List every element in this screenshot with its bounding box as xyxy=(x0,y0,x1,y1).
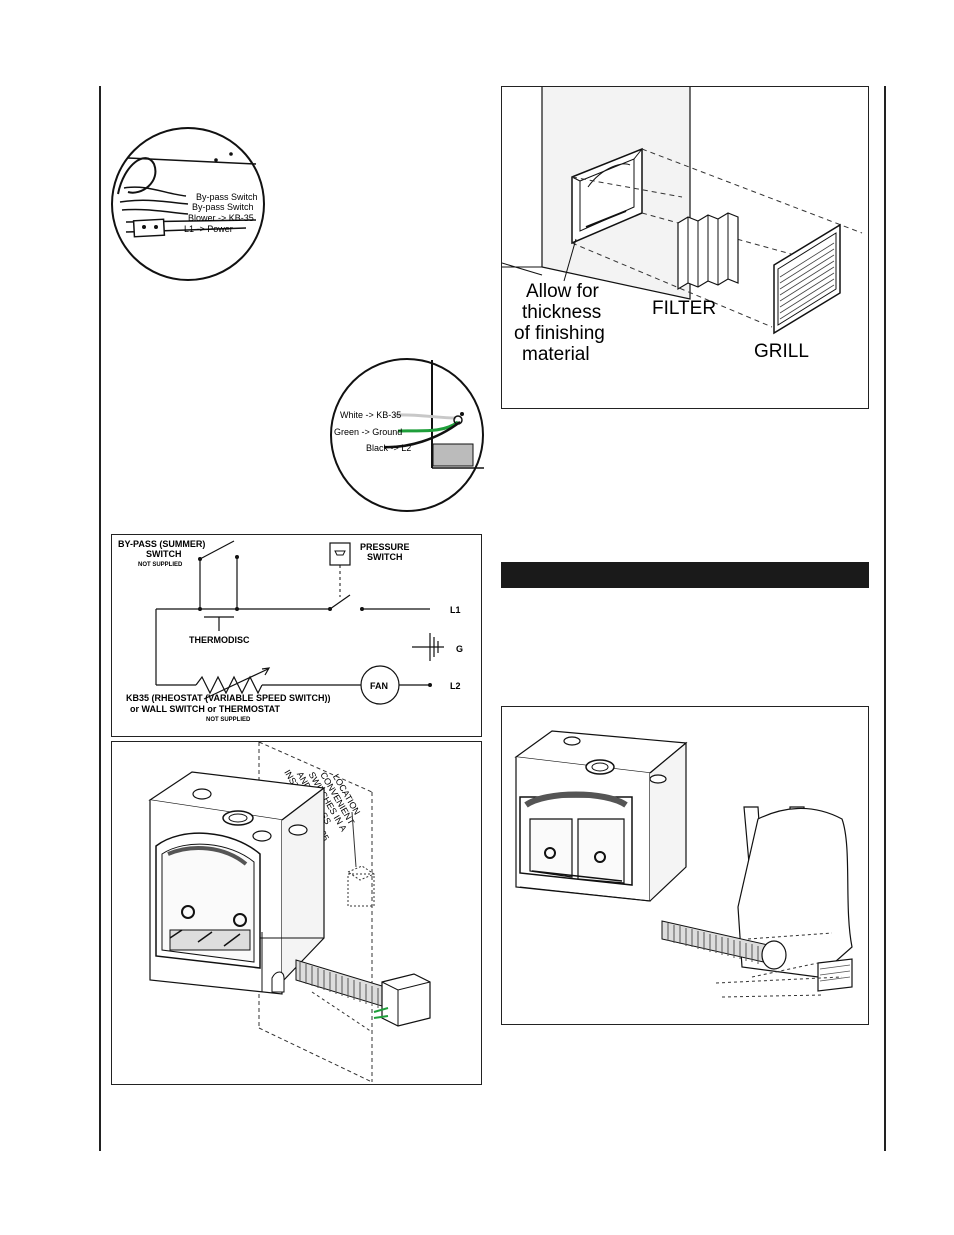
bypass-switch-title: BY-PASS (SUMMER) xyxy=(118,539,205,549)
kb35-label-line2: or WALL SWITCH or THERMOSTAT xyxy=(130,704,280,714)
l2-terminal: L2 xyxy=(450,681,461,691)
grill-filter-frame: Allow for thickness of finishing materia… xyxy=(501,86,869,409)
allow-line3: of finishing xyxy=(514,323,605,344)
fireplace-install-figure: INSTALL THE KB35 AND BY-PASS SWITCHES IN… xyxy=(148,742,431,1083)
grill-filter-figure: Allow for thickness of finishing materia… xyxy=(502,87,863,365)
black-wire-label: Black -> L2 xyxy=(366,443,411,453)
bypass-switch-label-1: By-pass Switch xyxy=(196,192,258,202)
allow-line2: thickness xyxy=(522,302,601,323)
left-margin-rule xyxy=(99,86,101,1151)
l1-power-label: L1 -> Power xyxy=(184,224,233,234)
wiring-schematic: BY-PASS (SUMMER) SWITCH NOT SUPPLIED PRE… xyxy=(118,539,463,723)
allow-line4: material xyxy=(522,344,590,365)
wiring-schematic-frame: BY-PASS (SUMMER) SWITCH NOT SUPPLIED PRE… xyxy=(111,534,482,737)
bypass-switch-sub: SWITCH xyxy=(146,549,182,559)
blower-label: Blower -> KB-35 xyxy=(188,213,254,223)
pressure-switch-title: PRESSURE xyxy=(360,542,410,552)
bypass-switch-label-2: By-pass Switch xyxy=(192,202,254,212)
kb35-not-supplied: NOT SUPPLIED xyxy=(206,717,251,723)
duct-install-frame xyxy=(501,706,869,1025)
filter-label: FILTER xyxy=(652,298,716,319)
kb35-label-line1: KB35 (RHEOSTAT (VARIABLE SPEED SWITCH)) xyxy=(126,693,331,703)
duct-install-figure xyxy=(514,730,853,998)
bypass-wiring-callout: By-pass Switch By-pass Switch Blower -> … xyxy=(111,127,265,281)
allow-line1: Allow for xyxy=(526,281,600,302)
pressure-switch-sub: SWITCH xyxy=(367,552,403,562)
white-wire-label: White -> KB-35 xyxy=(340,410,401,420)
right-margin-rule xyxy=(884,86,886,1151)
g-terminal: G xyxy=(456,644,463,654)
green-wire-label: Green -> Ground xyxy=(334,427,402,437)
section-header-bar xyxy=(501,562,869,588)
fan-label: FAN xyxy=(370,681,388,691)
l1-terminal: L1 xyxy=(450,605,461,615)
ground-wiring-callout: White -> KB-35 Green -> Ground Black -> … xyxy=(330,358,484,512)
thermodisc-label: THERMODISC xyxy=(189,635,250,645)
bypass-not-supplied: NOT SUPPLIED xyxy=(138,562,183,568)
fireplace-install-frame: INSTALL THE KB35 AND BY-PASS SWITCHES IN… xyxy=(111,741,482,1085)
grill-label: GRILL xyxy=(754,341,809,362)
